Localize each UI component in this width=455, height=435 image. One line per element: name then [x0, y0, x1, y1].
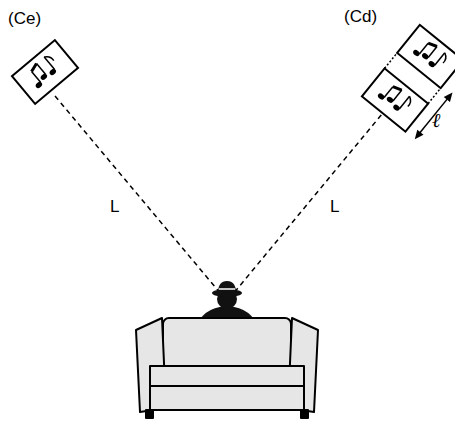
speaker-left [12, 40, 78, 104]
distance-label: L [110, 198, 119, 215]
dimension-label: ℓ [432, 110, 440, 130]
speaker-label: (Ce) [8, 10, 41, 27]
distance-label: L [330, 198, 339, 215]
speaker-right [362, 25, 455, 142]
distance-line [233, 108, 387, 294]
sofa [136, 318, 318, 418]
speaker-label: (Cd) [344, 8, 377, 25]
distance-line [55, 96, 221, 294]
